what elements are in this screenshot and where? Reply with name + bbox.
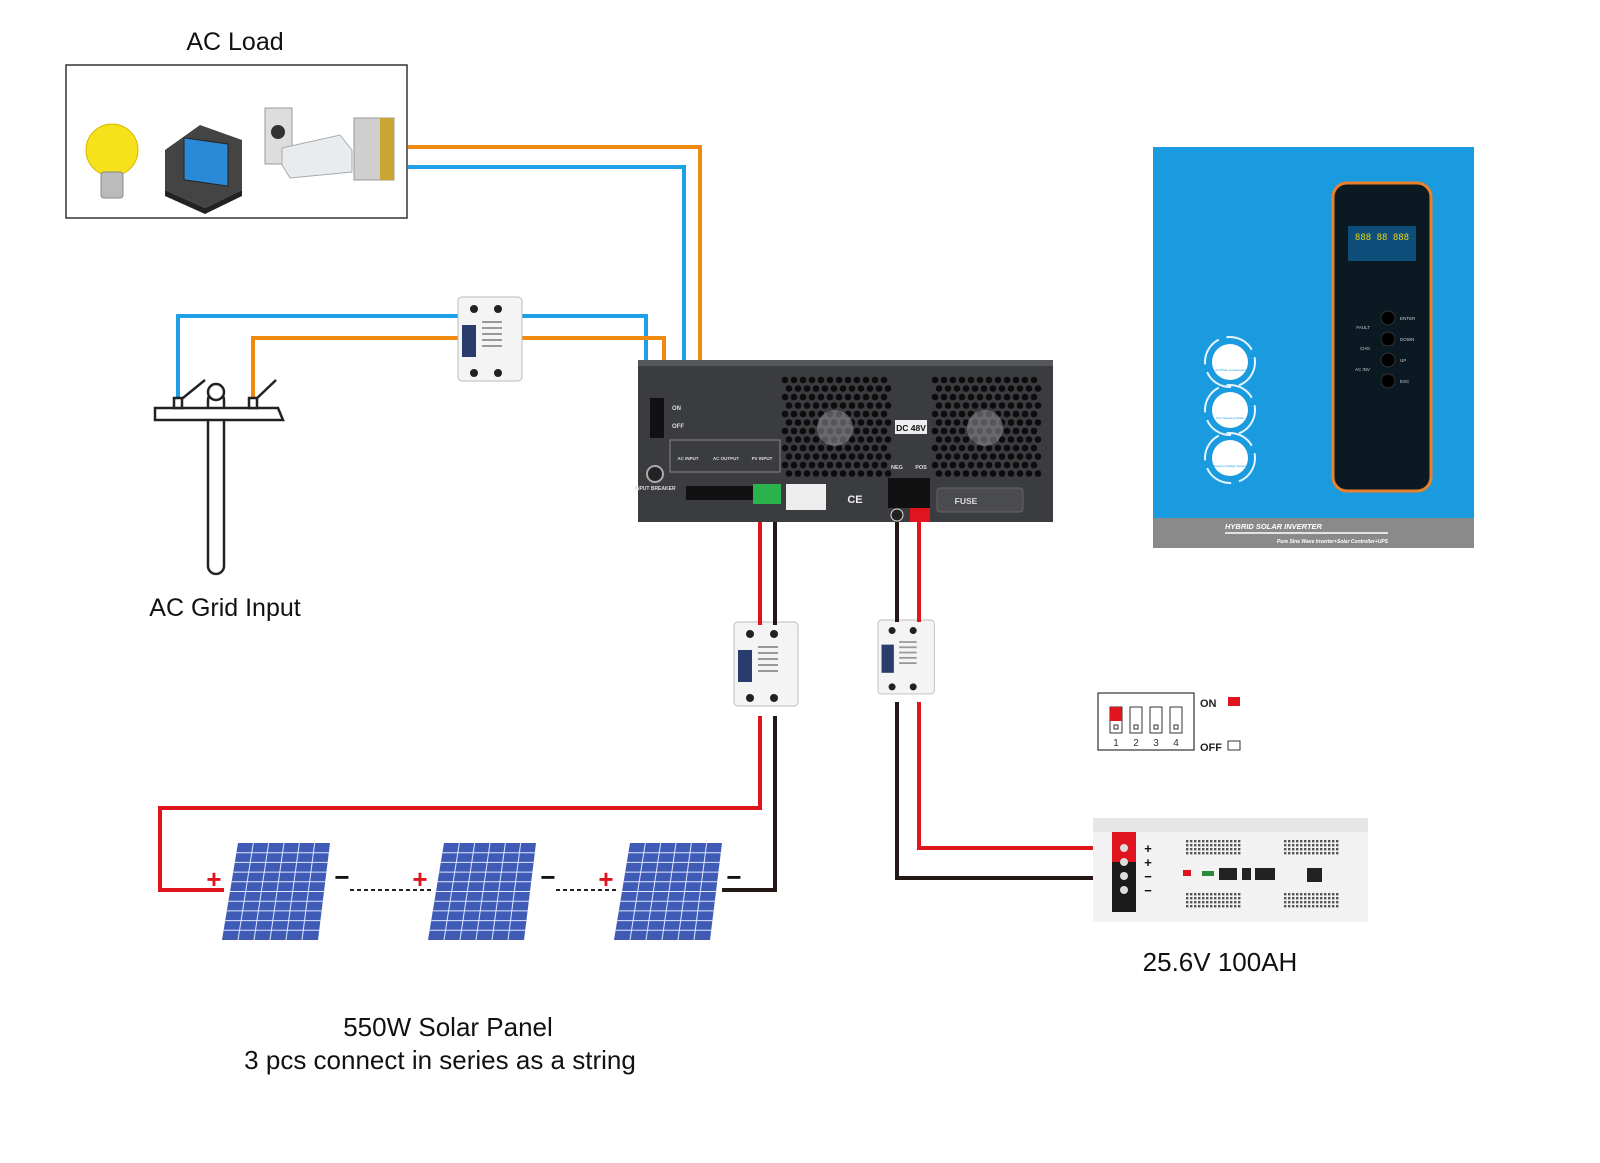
negative-sign: − (540, 862, 555, 892)
dip-number: 2 (1133, 738, 1139, 749)
battery-terminals (888, 478, 930, 508)
fuse-label: FUSE (955, 496, 978, 506)
battery-unit: ++−− (1093, 818, 1368, 922)
lcd-digits: 888 88 888 (1355, 233, 1409, 243)
ac-output-label: AC OUTPUT (713, 456, 739, 461)
positive-terminal-icon (910, 508, 930, 522)
dip-number: 4 (1173, 738, 1179, 749)
front-button-up[interactable] (1380, 352, 1396, 368)
dip-switch-2[interactable] (1129, 706, 1143, 734)
dip-number: 3 (1153, 738, 1159, 749)
feature-badge-label: Fan Operating Mode (1216, 416, 1244, 420)
feature-badge (1212, 440, 1248, 476)
utility-pole-icon (153, 379, 285, 576)
grid-ac-breaker[interactable] (457, 296, 523, 382)
positive-sign: + (206, 864, 221, 894)
negative-sign: − (334, 862, 349, 892)
front-button-label: ESC (1400, 379, 1410, 384)
ce-mark: CE (847, 494, 862, 506)
pv-input-label: PV INPUT (752, 456, 773, 461)
dip-on-label: ON (1200, 698, 1217, 710)
cooling-fan-right (931, 376, 1042, 477)
cooling-fan-left (781, 376, 892, 477)
inverter-rear-panel: ON OFF INPUT BREAKER AC INPUT AC OUTPUT … (634, 360, 1053, 522)
switch-on-label: ON (672, 406, 681, 412)
feature-badge-ring (1204, 336, 1256, 388)
on-legend-swatch (1228, 697, 1240, 706)
stereo-icon (264, 107, 395, 181)
battery-positive-wire (917, 702, 1115, 850)
indicator-label: CHG (1360, 346, 1370, 351)
ac-grid-input-label: AC Grid Input (149, 594, 301, 622)
ac-input-label: AC INPUT (677, 456, 699, 461)
input-breaker-button[interactable] (646, 465, 664, 483)
neg-label: NEG (891, 465, 903, 471)
dip-number: 1 (1113, 738, 1119, 749)
inverter-title: HYBRID SOLAR INVERTER (1225, 522, 1323, 531)
front-button-enter[interactable] (1380, 310, 1396, 326)
grid-neutral-wire-out (522, 314, 648, 437)
front-button-esc[interactable] (1380, 373, 1396, 389)
battery-terminal-sign: + (1144, 855, 1152, 870)
indicator-label: AC INV (1355, 367, 1370, 372)
battery-terminal-sign: − (1144, 883, 1152, 898)
ac-terminal-block (686, 486, 754, 500)
grid-neutral-wire-in (176, 314, 460, 400)
feature-badge-ring (1204, 432, 1256, 484)
battery-negative-wire (895, 702, 1115, 880)
negative-sign: − (726, 862, 741, 892)
dip-off-label: OFF (1200, 742, 1222, 754)
off-legend-swatch (1227, 740, 1241, 751)
breaker-toggle[interactable] (881, 644, 894, 673)
dc-voltage-label: DC 48V (896, 423, 926, 433)
solar-panel-2 (428, 842, 536, 941)
inverter-subtitle: Pure Sine Wave Inverter+Solar Controller… (1277, 539, 1389, 545)
solar-panel-3 (614, 842, 722, 941)
front-button-label: ENTER (1400, 316, 1416, 321)
positive-sign: + (598, 864, 613, 894)
front-button-label: DOWN (1400, 337, 1414, 342)
pv-dc-breaker[interactable] (733, 621, 799, 707)
computer-icon (165, 125, 242, 214)
solar-panel-1 (222, 842, 330, 941)
solar-panel-title: 550W Solar Panel (343, 1012, 553, 1042)
front-button-down[interactable] (1380, 331, 1396, 347)
breaker-toggle[interactable] (738, 650, 752, 682)
ac-output-live-wire (408, 145, 702, 440)
battery-terminal-sign: − (1144, 869, 1152, 884)
pos-label: POS (915, 465, 927, 471)
ac-load-label: AC Load (186, 28, 283, 56)
grid-live-wire-in (251, 336, 460, 400)
battery-terminal-sign: + (1144, 841, 1152, 856)
ac-output-neutral-wire (408, 165, 686, 440)
pv-negative-wire (722, 716, 777, 892)
inverter-front-panel: HYBRID SOLAR INVERTER Pure Sine Wave Inv… (1153, 147, 1474, 548)
lcd-display (1348, 226, 1416, 261)
indicator-label: FAULT (1356, 325, 1370, 330)
feature-badge (1212, 344, 1248, 380)
switch-off-label: OFF (672, 424, 684, 430)
negative-terminal-icon (890, 508, 904, 522)
feature-badge-label: Low Power Consumption (1213, 368, 1247, 372)
light-bulb-icon (85, 123, 139, 199)
power-switch[interactable] (650, 398, 664, 438)
input-breaker-label: INPUT BREAKER (634, 486, 676, 492)
dip-switch-3[interactable] (1149, 706, 1163, 734)
dip-switch-4[interactable] (1169, 706, 1183, 734)
pv-positive-wire (158, 716, 762, 892)
front-button-label: UP (1400, 358, 1406, 363)
breaker-toggle[interactable] (462, 325, 476, 357)
battery-label: 25.6V 100AH (1143, 947, 1298, 977)
warning-label (786, 484, 826, 510)
feature-badge-ring (1204, 384, 1256, 436)
positive-sign: + (412, 864, 427, 894)
solar-panel-subtitle: 3 pcs connect in series as a string (244, 1045, 636, 1075)
battery-dc-breaker[interactable] (877, 619, 935, 695)
pv-terminal-block (753, 484, 781, 504)
feature-badge (1212, 392, 1248, 428)
feature-badge-label: Charging Voltage Optional (1212, 464, 1247, 468)
dip-switch: 1 2 3 4 ON OFF (1097, 692, 1241, 754)
